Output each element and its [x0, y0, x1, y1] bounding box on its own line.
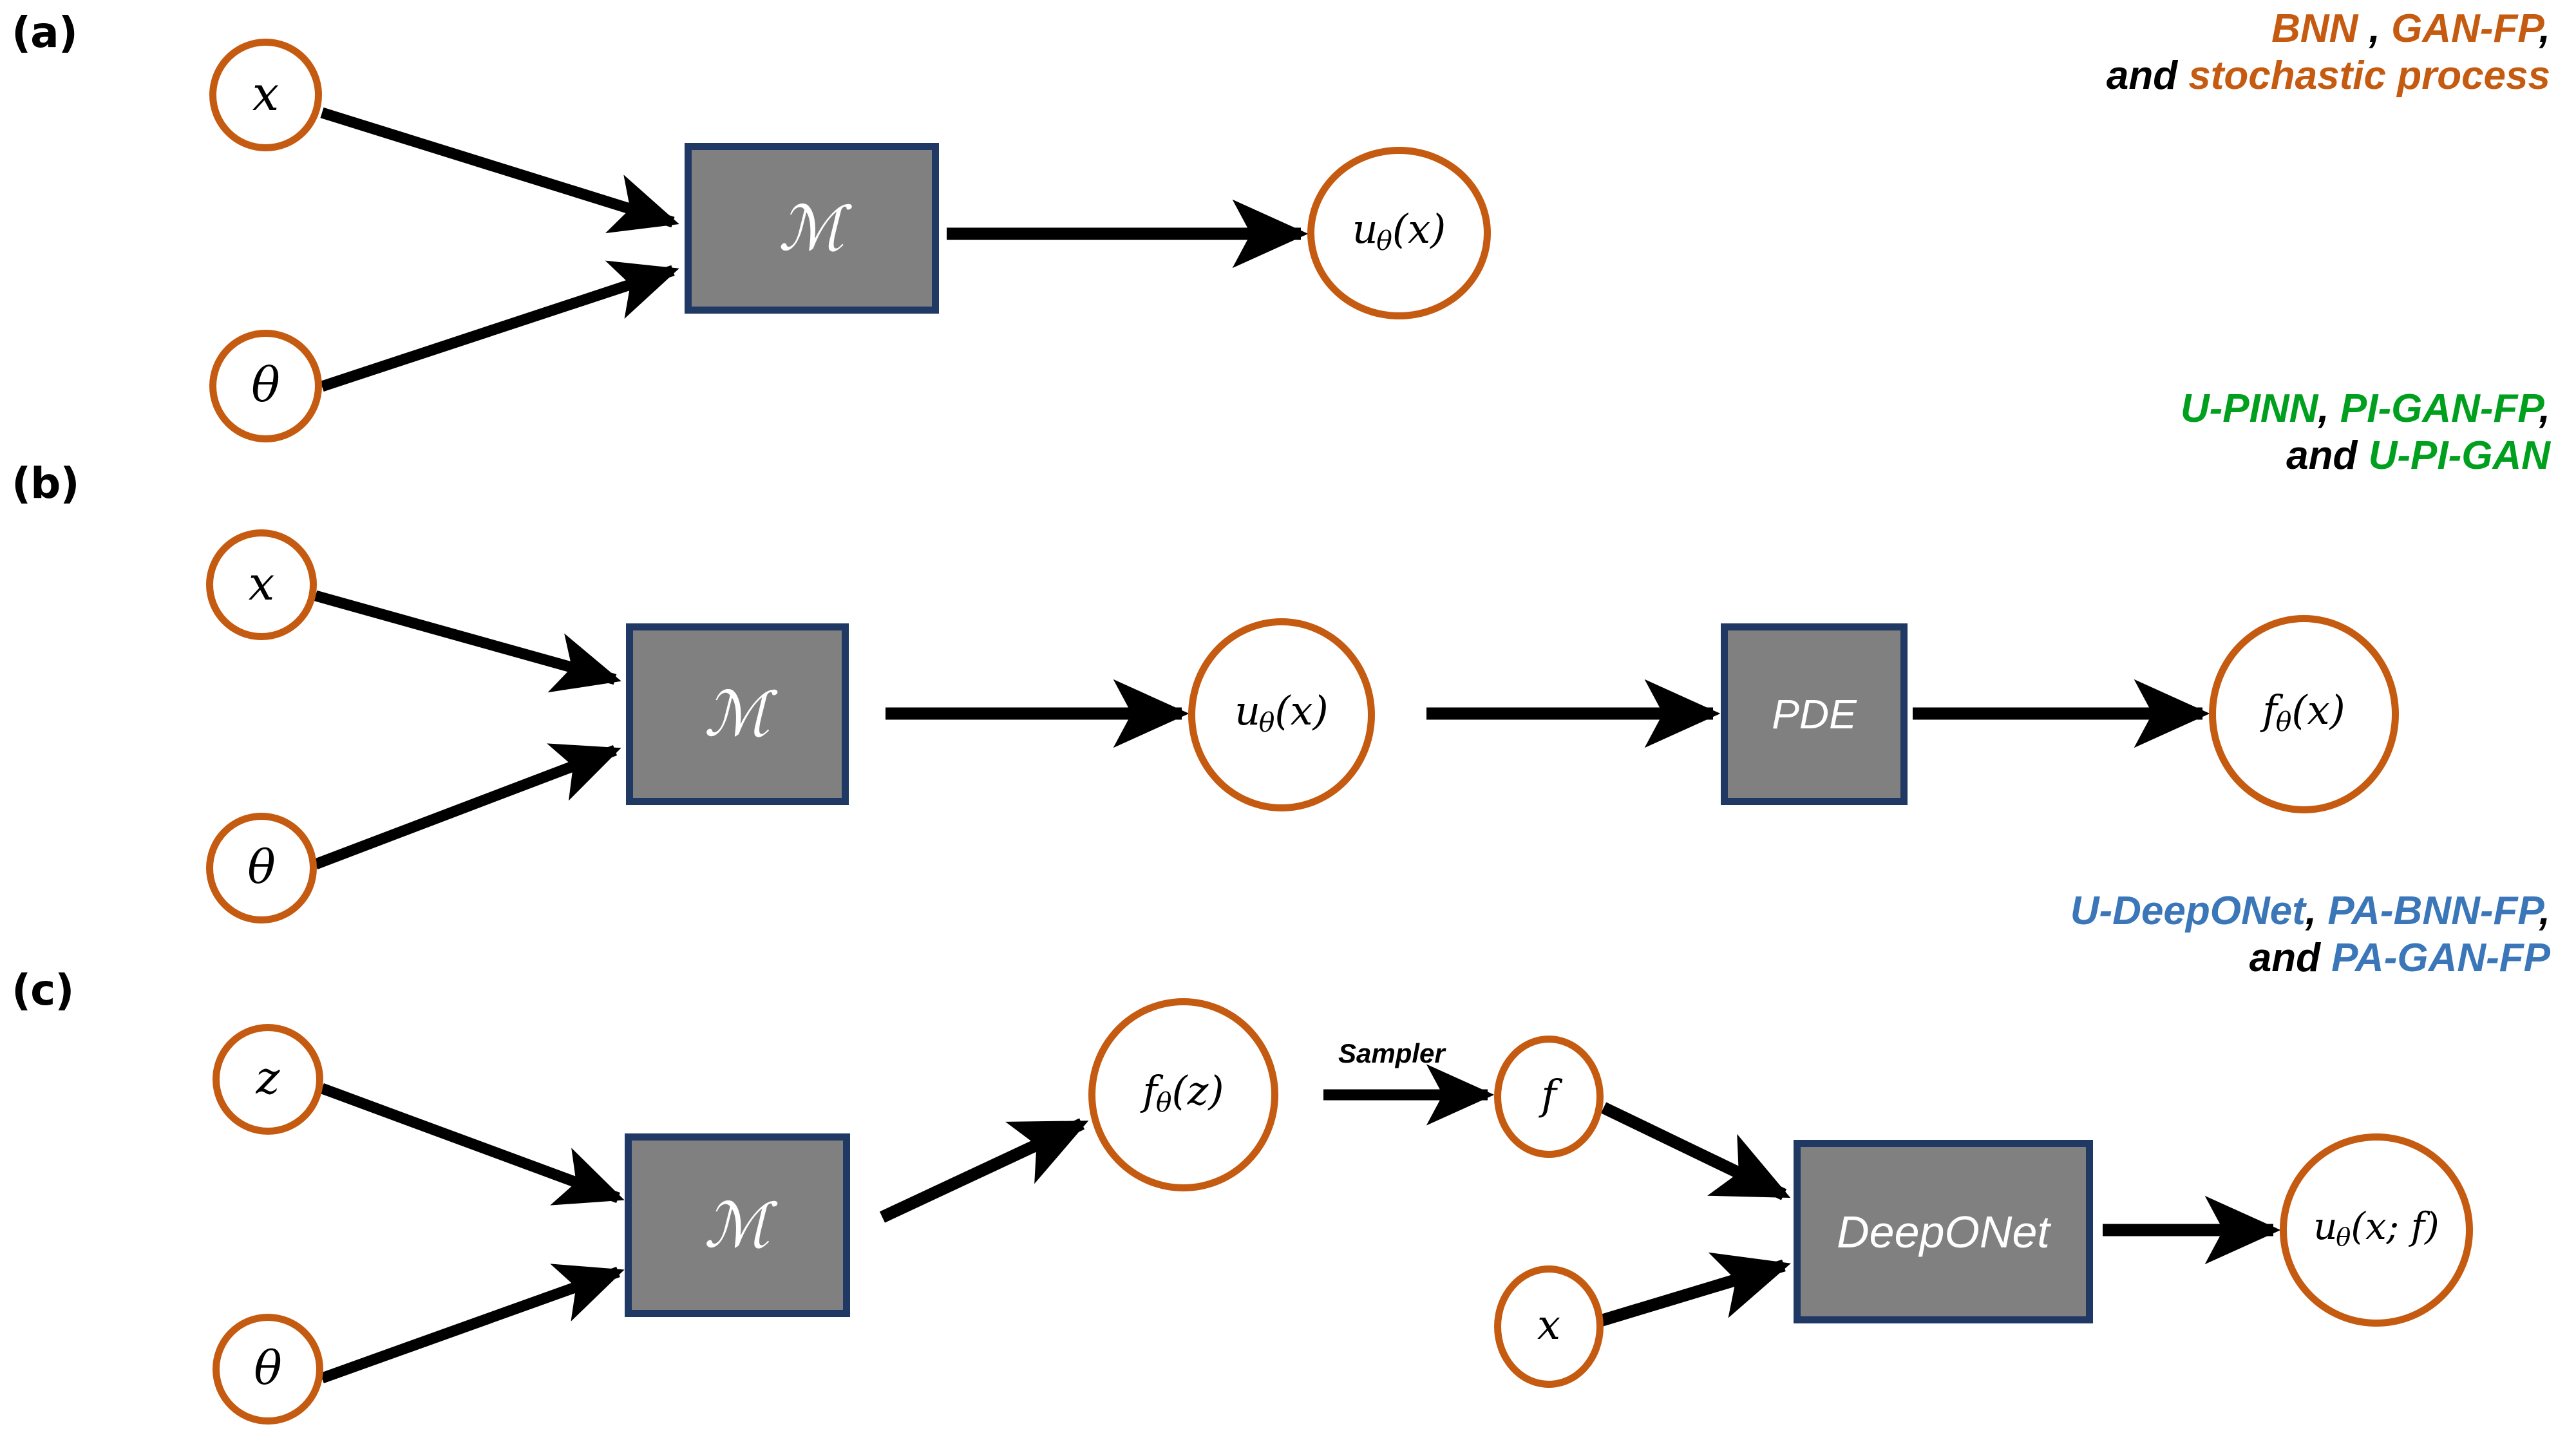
node-label-theta: θ: [254, 1341, 282, 1395]
node-sample-f-c[interactable]: f: [1494, 1036, 1604, 1158]
block-label-pde: PDE: [1772, 691, 1857, 737]
node-mid-f-theta-z-c[interactable]: fθ(z): [1088, 998, 1278, 1191]
node-input-theta-b[interactable]: θ: [206, 813, 317, 923]
node-label-theta: θ: [251, 357, 280, 413]
node-label-u-theta-x: uθ(x): [1235, 687, 1329, 739]
caption-c-line1: U-DeepONet, PA-BNN-FP,: [2070, 889, 2550, 933]
arrow-a-x-to-M: [320, 107, 679, 234]
node-label-x: x: [248, 556, 275, 611]
node-label-f-theta-x: fθ(x): [2262, 686, 2345, 738]
arrow-c-f-to-deeponet: [1600, 1102, 1791, 1200]
panel-label-a: (a): [12, 8, 78, 57]
node-output-u-theta-x-a[interactable]: uθ(x): [1307, 147, 1491, 319]
caption-panel-a: BNN , GAN-FP, and stochastic process: [2107, 5, 2550, 99]
node-mid-u-theta-x-b[interactable]: uθ(x): [1188, 618, 1375, 811]
block-model-b[interactable]: ℳ: [626, 623, 849, 805]
node-label-theta: θ: [247, 840, 276, 894]
arrow-c-z-to-M: [320, 1083, 625, 1206]
node-input-z-c[interactable]: z: [213, 1024, 323, 1135]
caption-panel-c: U-DeepONet, PA-BNN-FP, and PA-GAN-FP: [2070, 887, 2550, 981]
caption-panel-b: U-PINN, PI-GAN-FP, and U-PI-GAN: [2181, 385, 2550, 479]
arrow-a-theta-to-M: [320, 260, 679, 392]
node-input-x-a[interactable]: x: [209, 39, 322, 151]
node-label-x: x: [1537, 1302, 1561, 1349]
node-label-u-theta-x-f: uθ(x; f): [2313, 1204, 2439, 1253]
block-label-M: ℳ: [704, 678, 771, 750]
caption-a-line2: and stochastic process: [2106, 53, 2550, 99]
sampler-label: Sampler: [1338, 1038, 1445, 1068]
node-label-u-theta-x: uθ(x): [1352, 205, 1446, 257]
node-output-f-theta-x-b[interactable]: fθ(x): [2209, 615, 2399, 813]
node-label-f: f: [1541, 1072, 1557, 1119]
node-label-x: x: [252, 66, 279, 122]
caption-b-line1: U-PINN, PI-GAN-FP,: [2180, 386, 2550, 431]
block-model-c[interactable]: ℳ: [625, 1133, 850, 1317]
block-deeponet-c[interactable]: DeepONet: [1794, 1140, 2093, 1323]
node-label-f-theta-z: fθ(z): [1142, 1066, 1224, 1119]
node-input-theta-a[interactable]: θ: [209, 330, 322, 442]
block-model-a[interactable]: ℳ: [685, 143, 939, 314]
panel-label-b: (b): [12, 459, 80, 508]
node-input-theta-c[interactable]: θ: [213, 1314, 323, 1425]
arrow-b-theta-to-M: [313, 743, 621, 869]
panel-label-c: (c): [12, 965, 74, 1015]
arrow-c-theta-to-M: [320, 1264, 625, 1384]
node-input-x-c[interactable]: x: [1494, 1265, 1604, 1388]
block-label-M: ℳ: [778, 192, 846, 265]
block-label-deeponet: DeepONet: [1837, 1206, 2050, 1257]
arrow-c-M-to-fz: [879, 1118, 1089, 1223]
caption-c-line2: and PA-GAN-FP: [2249, 936, 2550, 981]
block-pde-b[interactable]: PDE: [1721, 623, 1908, 805]
node-input-x-b[interactable]: x: [206, 529, 317, 640]
arrow-b-x-to-M: [314, 590, 621, 693]
node-label-z: z: [256, 1052, 280, 1104]
arrow-c-x-to-deeponet: [1579, 1252, 1791, 1333]
caption-a-line1: BNN , GAN-FP,: [2271, 6, 2550, 51]
caption-b-line2: and U-PI-GAN: [2286, 433, 2550, 478]
node-output-u-theta-x-f-c[interactable]: uθ(x; f): [2280, 1133, 2473, 1327]
block-label-M: ℳ: [704, 1189, 771, 1262]
